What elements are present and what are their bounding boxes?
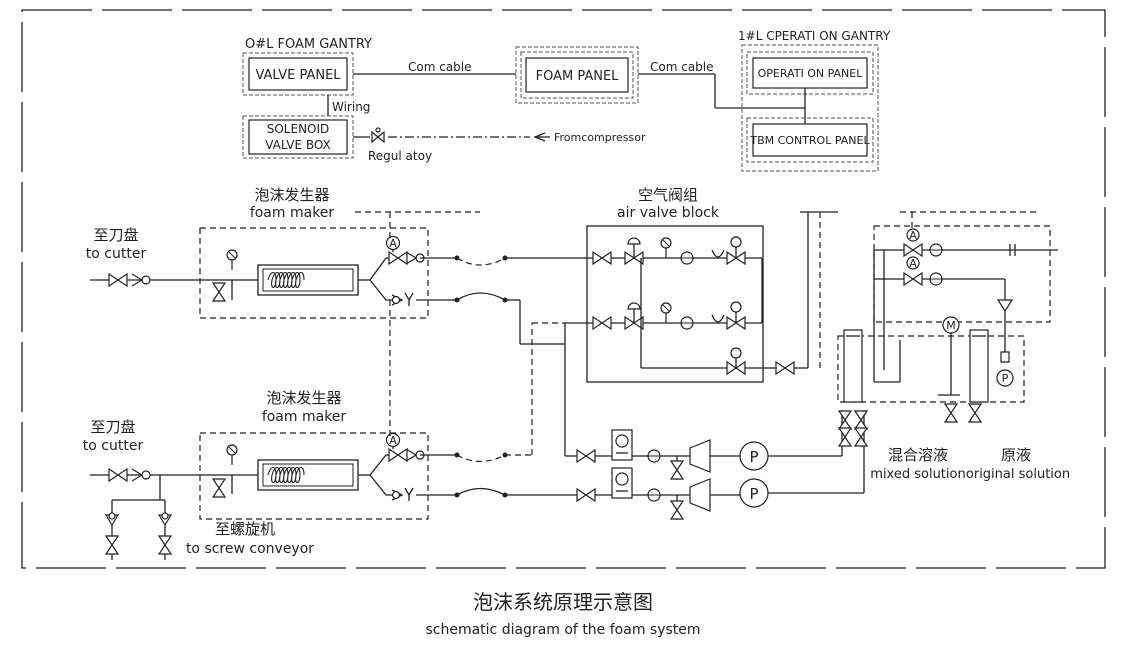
svg-text:A: A — [909, 229, 917, 242]
motor-icon: M — [942, 316, 960, 334]
diaphragm-valve-2-icon — [624, 302, 644, 330]
caption-en: schematic diagram of the foam system — [425, 622, 700, 638]
wiring-label: Wiring — [332, 100, 370, 114]
cutter-bottom-zh: 至刀盘 — [90, 418, 135, 436]
gantry1-title: 1#L CPERATI ON GANTRY — [738, 29, 891, 43]
svg-text:P: P — [749, 485, 758, 503]
original-en: original solution — [966, 467, 1070, 482]
regulator-icon — [371, 127, 385, 144]
original-zh: 原液 — [1001, 446, 1031, 464]
valve-panel-outer — [242, 52, 354, 96]
ctrl-valve-3-icon — [726, 347, 746, 375]
foam-maker-bottom-en: foam maker — [262, 409, 347, 425]
mixed-zh: 混合溶液 — [888, 446, 948, 464]
svg-text:A: A — [389, 434, 397, 447]
pump-body-2-icon — [689, 478, 711, 512]
valve-panel-box — [248, 57, 348, 91]
air-valve-block-box — [586, 225, 764, 383]
cutter-top-zh: 至刀盘 — [93, 226, 138, 244]
svg-text:P: P — [749, 448, 758, 466]
mixing-unit-box — [873, 225, 1051, 323]
svg-text:P: P — [1002, 372, 1009, 385]
foam-maker-bottom-zh: 泡沫发生器 — [266, 389, 341, 407]
solenoid-outer — [242, 115, 354, 159]
original-pump-icon: P — [996, 351, 1014, 387]
mixed-en: mixed solution — [870, 467, 965, 482]
regulator-label: Regul atoy — [368, 149, 432, 163]
foam-panel-outer — [515, 46, 639, 104]
air-valve-en: air valve block — [617, 205, 720, 221]
svg-text:A: A — [389, 237, 397, 250]
gantry0-title: O#L FOAM GANTRY — [245, 37, 372, 52]
screw-en: to screw conveyor — [186, 541, 314, 557]
screw-zh: 至螺旋机 — [215, 520, 275, 538]
air-valve-zh: 空气阀组 — [638, 186, 698, 204]
flow-a-mix-1-icon: A — [906, 228, 920, 242]
operation-panel-box — [752, 57, 868, 89]
pump-2-icon: P — [739, 478, 769, 508]
ctrl-valve-1-icon — [726, 236, 746, 265]
flow-a-top-icon: A — [385, 235, 401, 251]
foam-maker-top-en: foam maker — [250, 205, 335, 221]
flow-a-mix-2-icon: A — [906, 256, 920, 270]
flow-a-bottom-icon: A — [385, 432, 401, 448]
tbm-panel-box — [752, 123, 868, 157]
mixed-tank — [843, 329, 863, 403]
screw-check-2-icon — [157, 512, 173, 527]
svg-text:A: A — [909, 257, 917, 270]
caption-zh: 泡沫系统原理示意图 — [473, 590, 653, 614]
foam-coil-top-icon — [257, 264, 359, 296]
pressure-switch-1-icon — [611, 429, 633, 461]
ctrl-valve-2-icon — [726, 301, 746, 330]
pump-body-1-icon — [689, 439, 711, 473]
mix-check-icon — [996, 299, 1014, 313]
com-cable-right: Com cable — [650, 60, 714, 74]
operation-panel-label: OPERATI ON PANEL — [758, 67, 864, 80]
original-tank — [969, 329, 989, 403]
svg-text:M: M — [946, 319, 956, 332]
tank-area-box — [837, 335, 1025, 403]
foam-maker-top-zh: 泡沫发生器 — [254, 186, 329, 204]
solenoid-label-1: SOLENOID — [267, 122, 330, 136]
solenoid-label-2: VALVE BOX — [265, 138, 331, 152]
tbm-panel-label: TBM CONTROL PANEL — [749, 134, 870, 147]
pressure-switch-2-icon — [611, 467, 633, 499]
gantry1-outer — [741, 44, 879, 172]
diaphragm-valve-1-icon — [624, 237, 644, 265]
compressor-label: Fromcompressor — [554, 131, 646, 144]
screw-check-1-icon — [104, 512, 120, 527]
cutter-top-en: to cutter — [86, 246, 147, 262]
foam-coil-bottom-icon — [257, 459, 359, 491]
pump-1-icon: P — [739, 441, 769, 471]
foam-panel-box — [525, 57, 629, 93]
solenoid-box — [248, 119, 348, 155]
com-cable-left: Com cable — [408, 60, 472, 74]
check-valve-top-lower-icon — [391, 292, 414, 306]
foam-maker-bottom-box — [199, 432, 429, 520]
outer-frame — [21, 9, 1106, 569]
foam-panel-label: FOAM PANEL — [536, 69, 620, 84]
valve-panel-label: VALVE PANEL — [255, 68, 341, 83]
cutter-bottom-en: to cutter — [83, 438, 144, 454]
check-valve-bottom-lower-icon — [391, 487, 414, 501]
foam-maker-top-box — [199, 227, 429, 319]
